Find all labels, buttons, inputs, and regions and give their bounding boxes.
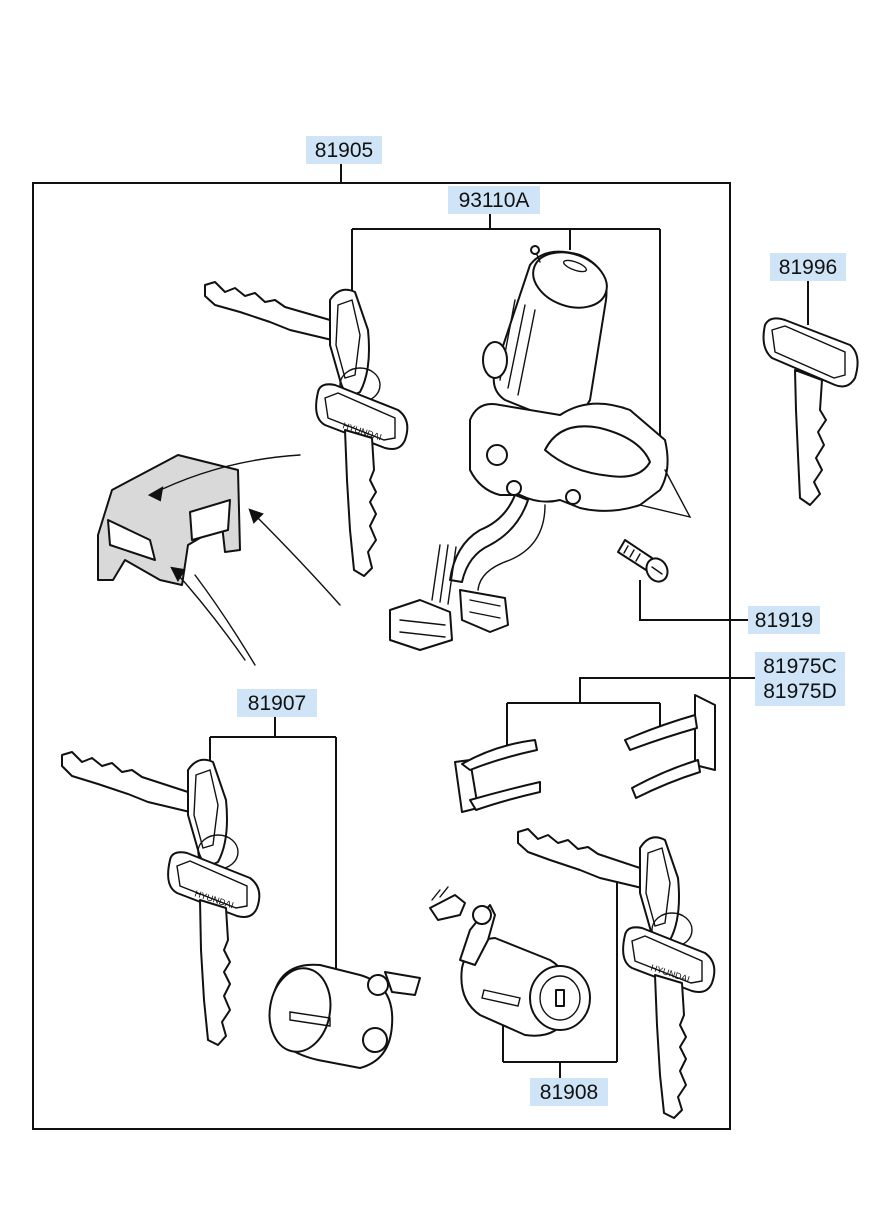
callout-assembly: 81905 [306,136,382,164]
screw [617,539,669,583]
retainer-clips [454,694,716,813]
callout-clip-1-text: 81975C [763,655,837,678]
callout-screw: 81919 [748,606,820,634]
callout-clips: 81975C 81975D [755,652,845,706]
assembly-frame [32,182,731,1130]
callout-trunk-lock-set-text: 81908 [540,1081,598,1104]
callout-spare-key: 81996 [770,253,846,281]
callout-ignition-lock-text: 93110A [459,189,530,212]
callout-door-lock-set-text: 81907 [248,692,306,715]
callout-spare-key-text: 81996 [779,256,837,279]
callout-ignition-lock: 93110A [448,186,540,214]
callout-assembly-text: 81905 [315,139,373,162]
ignition-key-pair: HYUNDAI [204,281,409,577]
door-key-pair: HYUNDAI [61,751,261,1046]
door-lock-leader [209,717,337,975]
callout-clip-2-text: 81975D [763,680,837,703]
clip-leader [506,677,755,745]
door-lock-cylinder [268,963,421,1069]
spare-key [762,317,859,506]
trunk-key-pair: HYUNDAI [517,828,716,1119]
callout-screw-text: 81919 [755,609,813,632]
ignition-lock-cylinder [389,245,692,651]
callout-door-lock-set: 81907 [237,689,317,717]
column-shroud [97,454,341,666]
ignition-lock-leader [351,214,661,450]
screw-leader [639,580,748,621]
callout-trunk-lock-set: 81908 [530,1078,608,1106]
trunk-lock-cylinder [429,886,591,1037]
